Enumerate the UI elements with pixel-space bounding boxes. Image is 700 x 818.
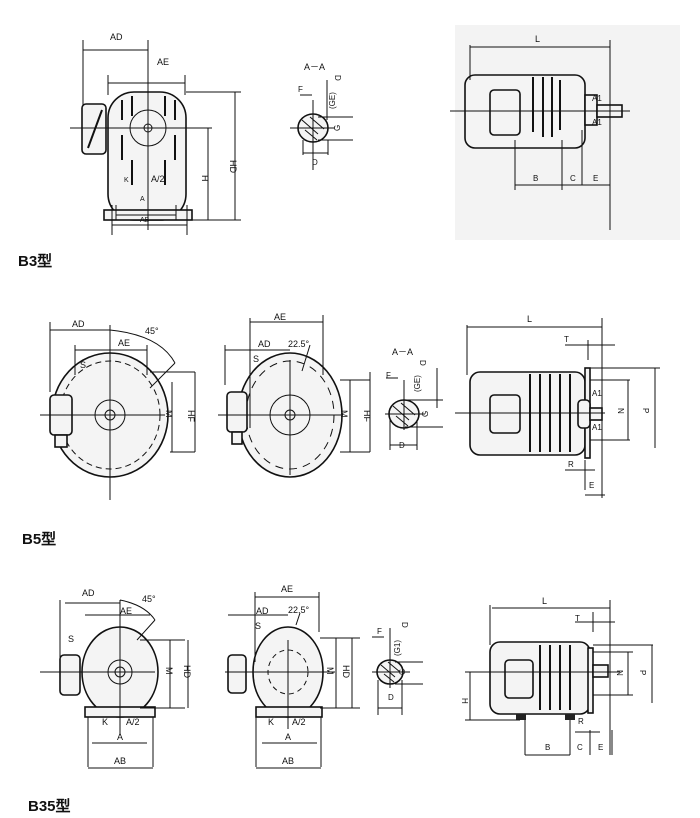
b5-side-view	[455, 318, 660, 498]
b35-label-h: H	[460, 698, 469, 704]
b35-f2-label-angle: 22.5°	[288, 605, 310, 615]
b3-label-l: L	[535, 34, 540, 44]
b35-f1-label-s: S	[68, 634, 74, 644]
b3-label-e: E	[593, 174, 598, 183]
b35-f1-label-angle: 45°	[142, 594, 156, 604]
b35-f1-label-ae: AE	[120, 606, 132, 616]
b35-label-t: T	[575, 614, 580, 623]
b35-f2-label-k: K	[268, 717, 274, 727]
b3-label-ge: (GE)	[328, 92, 337, 109]
b3-label-d: D	[312, 158, 318, 167]
b5-title: B5型	[22, 530, 56, 548]
b35-f2-label-ab: AB	[282, 756, 294, 766]
b35-label-r: R	[578, 717, 584, 726]
b5-shaft-section	[385, 368, 443, 450]
b3-label-hd: HD	[228, 160, 238, 173]
b35-front-view-2	[225, 592, 360, 769]
b3-label-d-top: D	[333, 75, 342, 81]
b5-label-n: N	[616, 408, 625, 414]
b35-label-g1: (G1)	[393, 640, 402, 656]
b35-f2-label-a: A	[285, 732, 291, 742]
b35-label-c: C	[577, 743, 583, 752]
b3-shaft-section	[290, 80, 353, 170]
b5-f1-label-hf: HF	[186, 410, 196, 422]
b35-label-b: B	[545, 743, 550, 752]
b35-f2-label-ad: AD	[256, 606, 269, 616]
b5-f2-label-angle: 22.5°	[288, 339, 310, 349]
b5-f2-label-ad: AD	[258, 339, 271, 349]
b3-side-view	[450, 40, 630, 230]
b35-label-n: N	[615, 670, 624, 676]
b35-label-d-top: D	[400, 622, 409, 628]
b35-title: B35型	[28, 797, 71, 815]
b5-label-f: F	[386, 371, 391, 380]
b35-f1-label-hd: HD	[182, 665, 192, 678]
b3-label-g: G	[333, 125, 342, 131]
b3-label-ae: AE	[157, 57, 169, 67]
b35-f1-label-ab: AB	[114, 756, 126, 766]
b35-f1-label-ad: AD	[82, 588, 95, 598]
b35-shaft-section	[372, 628, 423, 715]
b3-title: B3型	[18, 252, 52, 270]
b5-label-d: D	[399, 441, 405, 450]
b3-label-a: A	[140, 196, 145, 203]
b35-label-l: L	[542, 596, 547, 606]
b5-f1-label-angle: 45°	[145, 326, 159, 336]
b3-front-view	[70, 40, 241, 235]
b35-f1-label-m: M	[164, 667, 174, 675]
b35-label-p: P	[638, 670, 647, 675]
b5-label-p: P	[641, 408, 650, 413]
b3-label-ab: AB	[140, 217, 150, 224]
b35-label-d: D	[388, 693, 394, 702]
b35-label-g: G	[398, 669, 407, 675]
b5-label-a1-bottom: A1	[592, 423, 602, 432]
b5-label-d-top: D	[418, 360, 427, 366]
b5-label-ge: (GE)	[413, 375, 422, 392]
b35-f2-label-hd: HD	[341, 665, 351, 678]
b35-side-view	[465, 600, 653, 756]
b3-label-ad: AD	[110, 32, 123, 42]
b3-label-h: H	[200, 175, 210, 182]
b3-label-b: B	[533, 174, 538, 183]
b5-front-view-1	[40, 322, 196, 500]
b35-f2-label-ae: AE	[281, 584, 293, 594]
b5-label-g: G	[421, 411, 430, 417]
b5-f1-label-ae: AE	[118, 338, 130, 348]
b5-f2-label-m: M	[339, 410, 349, 418]
b3-label-a1-top: A1	[592, 94, 602, 103]
b3-label-a2: A/2	[151, 174, 165, 184]
b5-f2-label-hf: HF	[362, 410, 372, 422]
b35-f1-label-a2: A/2	[126, 717, 140, 727]
b5-front-view-2	[218, 315, 371, 478]
b5-label-r: R	[568, 460, 574, 469]
b35-front-view-1	[40, 599, 189, 769]
b35-label-f: F	[377, 627, 382, 636]
b35-f2-label-a2: A/2	[292, 717, 306, 727]
b3-label-a1-bottom: A1	[592, 118, 602, 127]
b5-f1-label-s: S	[80, 360, 86, 370]
b3-label-f: F	[298, 85, 303, 94]
b35-label-e: E	[598, 743, 603, 752]
b5-f1-label-m: M	[164, 410, 174, 418]
b5-f2-label-ae: AE	[274, 312, 286, 322]
b35-f1-label-k: K	[102, 717, 108, 727]
b35-f1-label-a: A	[117, 732, 123, 742]
b5-label-e: E	[589, 481, 594, 490]
b3-section-title: A－A	[304, 62, 325, 72]
b3-label-c: C	[570, 174, 576, 183]
b5-section-title: A－A	[392, 347, 413, 357]
b5-label-l: L	[527, 314, 532, 324]
b5-f2-label-s: S	[253, 354, 259, 364]
b5-f1-label-ad: AD	[72, 319, 85, 329]
b5-label-t: T	[564, 335, 569, 344]
b5-label-a1-top: A1	[592, 389, 602, 398]
b3-label-k: K	[124, 177, 129, 184]
b35-f2-label-s: S	[255, 621, 261, 631]
b35-f2-label-m: M	[325, 667, 335, 675]
